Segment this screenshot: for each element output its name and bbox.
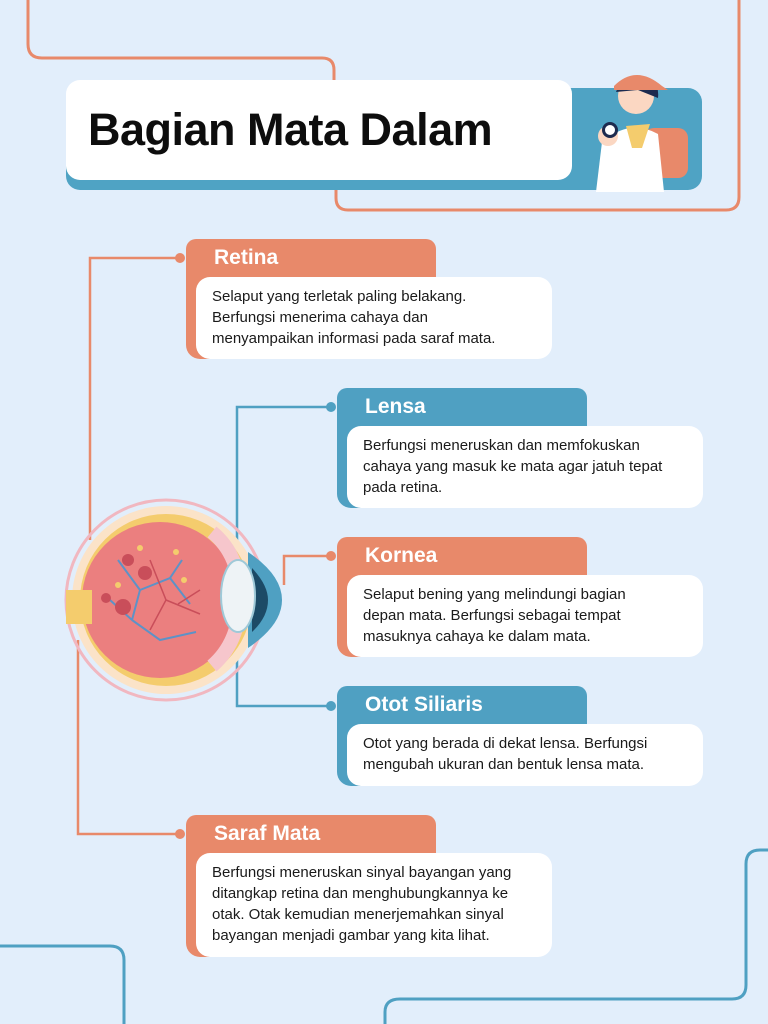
description-line: bayangan menjadi gambar yang kita lihat. [212,927,490,944]
part-description-kornea: Selaput bening yang melindungi bagian de… [347,575,703,657]
student-mascot-illustration [596,75,688,192]
description-line: Berfungsi menerima cahaya dan [212,309,428,326]
description-line: cahaya yang masuk ke mata agar jatuh tep… [363,458,663,475]
part-label-kornea: Kornea [337,537,587,581]
description-line: Berfungsi meneruskan dan memfokuskan [363,437,640,454]
part-retina: Retina Selaput yang terletak paling bela… [186,239,552,361]
description-line: Berfungsi meneruskan sinyal bayangan yan… [212,864,512,881]
part-otot-siliaris: Otot Siliaris Otot yang berada di dekat … [337,686,703,788]
description-line: menyampaikan informasi pada saraf mata. [212,330,496,347]
part-description-saraf-mata: Berfungsi meneruskan sinyal bayangan yan… [196,853,552,957]
title-banner: Bagian Mata Dalam [66,75,702,192]
description-line: mengubah ukuran dan bentuk lensa mata. [363,756,645,773]
description-line: masuknya cahaya ke dalam mata. [363,628,591,645]
page-title: Bagian Mata Dalam [88,104,493,155]
part-description-lensa: Berfungsi meneruskan dan memfokuskan cah… [347,426,703,508]
part-lensa: Lensa Berfungsi meneruskan dan memfokusk… [337,388,703,510]
part-label-otot-siliaris: Otot Siliaris [337,686,587,730]
title-card: Bagian Mata Dalam [66,80,572,180]
part-description-otot-siliaris: Otot yang berada di dekat lensa. Berfung… [347,724,703,786]
part-label-saraf-mata: Saraf Mata [186,815,436,859]
part-saraf-mata: Saraf Mata Berfungsi meneruskan sinyal b… [186,815,552,959]
part-label-retina: Retina [186,239,436,283]
description-line: Selaput bening yang melindungi bagian [363,586,626,603]
part-kornea: Kornea Selaput bening yang melindungi ba… [337,537,703,659]
description-line: Otot yang berada di dekat lensa. Berfung… [363,735,648,752]
description-line: Selaput yang terletak paling belakang. [212,288,467,305]
description-line: ditangkap retina dan menghubungkannya ke [212,885,509,902]
description-line: otak. Otak kemudian menerjemahkan sinyal [212,906,504,923]
description-line: pada retina. [363,479,443,496]
part-description-retina: Selaput yang terletak paling belakang. B… [196,277,552,359]
part-label-lensa: Lensa [337,388,587,432]
description-line: depan mata. Berfungsi sebagai tempat [363,607,621,624]
